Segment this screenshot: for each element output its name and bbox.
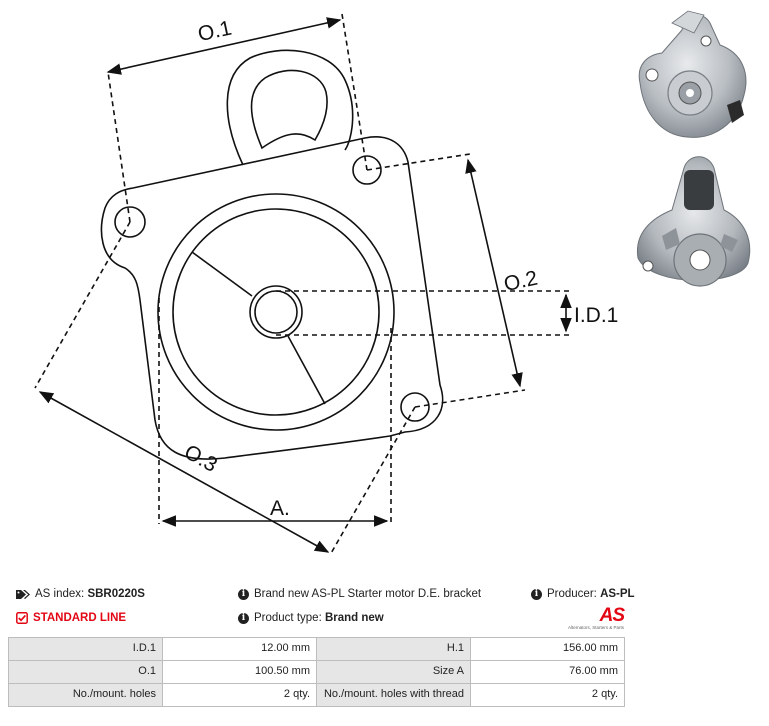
spec-value: 76.00 mm bbox=[470, 660, 625, 684]
o1-extension-left bbox=[107, 71, 131, 223]
spec-label: H.1 bbox=[316, 637, 471, 661]
shaft-hole-inner bbox=[254, 290, 298, 334]
o3-label: O.3 bbox=[180, 440, 221, 477]
bracket-front-photo bbox=[638, 10, 747, 138]
product-type-value: Brand new bbox=[324, 612, 384, 624]
spec-label: No./mount. holes with thread bbox=[316, 683, 471, 707]
mount-hole-bottom bbox=[400, 392, 430, 422]
o3-extension-left bbox=[34, 221, 131, 389]
id1-label: I.D.1 bbox=[574, 304, 618, 327]
standard-line: STANDARD LINE bbox=[16, 612, 126, 624]
tags-icon bbox=[16, 589, 30, 600]
logo-tagline: Alternators, Starters & Parts bbox=[567, 625, 624, 630]
description: i Brand new AS-PL Starter motor D.E. bra… bbox=[238, 588, 481, 600]
spec-value: 100.50 mm bbox=[162, 660, 317, 684]
info-icon: i bbox=[238, 588, 249, 600]
logo-mark: AS bbox=[599, 605, 625, 626]
as-index: AS index: SBR0220S bbox=[16, 588, 145, 600]
info-icon: i bbox=[531, 588, 542, 600]
main-bore-outer bbox=[157, 193, 395, 431]
as-pl-logo: AS Alternators, Starters & Parts bbox=[560, 605, 625, 633]
mount-hole-top bbox=[352, 155, 382, 185]
o3-extension-right bbox=[329, 406, 416, 556]
o2-label: O.2 bbox=[502, 267, 540, 297]
product-type-label: Product type: bbox=[254, 612, 322, 624]
a-label: A. bbox=[270, 497, 290, 520]
checkbox-checked-icon bbox=[16, 612, 28, 624]
info-icon: i bbox=[238, 612, 249, 624]
spec-label: O.1 bbox=[8, 660, 163, 684]
bracket-top-lug-inner bbox=[250, 69, 328, 150]
o1-label: O.1 bbox=[196, 17, 234, 47]
spec-value: 12.00 mm bbox=[162, 637, 317, 661]
table-row: No./mount. holes 2 qty. No./mount. holes… bbox=[8, 683, 625, 707]
spec-value: 2 qty. bbox=[470, 683, 625, 707]
o1-extension-right bbox=[341, 13, 368, 171]
bore-sector-cut bbox=[191, 251, 253, 297]
bracket-back-photo bbox=[636, 156, 751, 287]
table-row: I.D.1 12.00 mm H.1 156.00 mm bbox=[8, 637, 625, 661]
table-row: O.1 100.50 mm Size A 76.00 mm bbox=[8, 660, 625, 684]
o2-extension-bottom bbox=[414, 389, 526, 408]
description-text: Brand new AS-PL Starter motor D.E. brack… bbox=[254, 588, 482, 600]
bracket-dimension-drawing: O.1 O.2 O.3 I.D.1 A. bbox=[34, 13, 618, 556]
producer-value: AS-PL bbox=[600, 588, 635, 600]
product-type: i Product type: Brand new bbox=[238, 612, 384, 624]
bore-sector-cut-2 bbox=[287, 335, 326, 405]
spec-label: I.D.1 bbox=[8, 637, 163, 661]
main-bore-inner bbox=[172, 208, 380, 416]
o2-dimension-line bbox=[465, 158, 523, 388]
bracket-top-lug bbox=[226, 49, 354, 166]
standard-line-label: STANDARD LINE bbox=[33, 612, 127, 624]
as-index-value: SBR0220S bbox=[87, 588, 145, 600]
o3-dimension-line bbox=[38, 391, 330, 553]
mount-hole-left bbox=[114, 206, 146, 238]
as-index-label: AS index: bbox=[35, 588, 85, 600]
o2-extension-top bbox=[366, 153, 471, 171]
spec-label: No./mount. holes bbox=[8, 683, 163, 707]
producer-label: Producer: bbox=[547, 588, 597, 600]
spec-value: 156.00 mm bbox=[470, 637, 625, 661]
o1-dimension-line bbox=[106, 17, 342, 75]
spec-label: Size A bbox=[316, 660, 471, 684]
specs-table: I.D.1 12.00 mm H.1 156.00 mm O.1 100.50 … bbox=[8, 637, 625, 707]
spec-value: 2 qty. bbox=[162, 683, 317, 707]
producer: i Producer: AS-PL bbox=[531, 588, 635, 600]
shaft-hole-outer bbox=[249, 285, 303, 339]
